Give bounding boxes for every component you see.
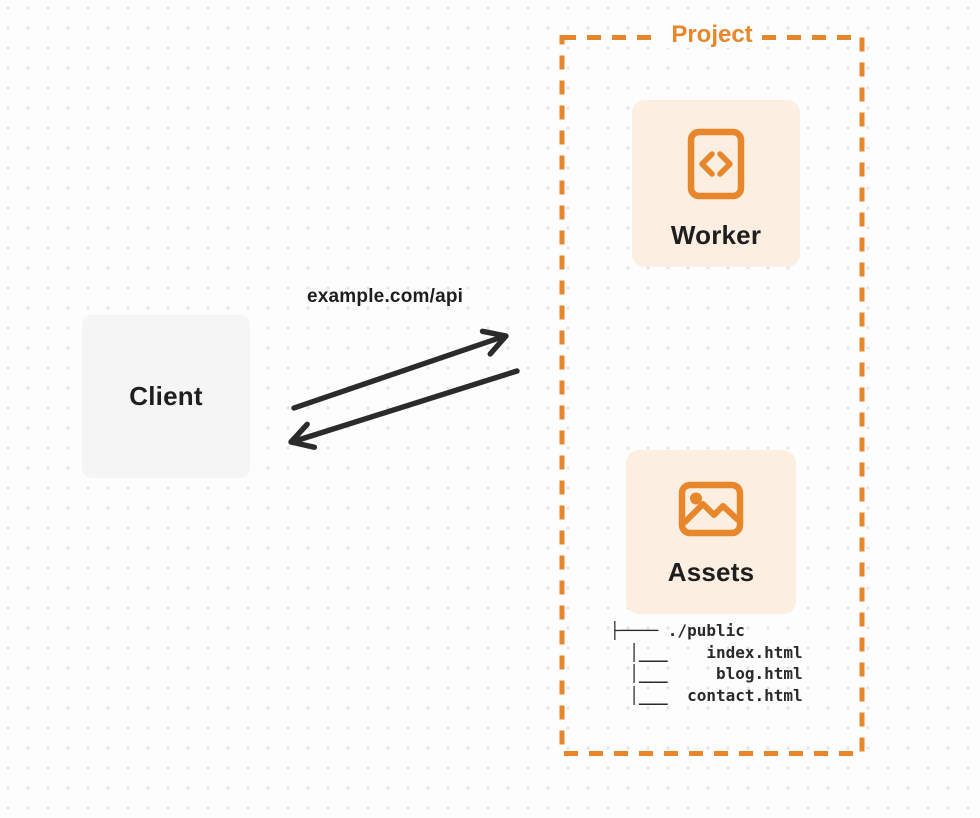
assets-file-tree: ├──── ./public │___ index.html │___ blog…	[610, 620, 803, 707]
request-arrow	[291, 328, 509, 411]
image-icon	[678, 481, 744, 537]
client-label: Client	[129, 381, 203, 411]
worker-label: Worker	[670, 220, 762, 250]
tree-line: ├──── ./public	[610, 621, 745, 640]
assets-card: Assets	[626, 450, 796, 614]
worker-card: Worker	[632, 100, 800, 267]
code-file-icon	[687, 128, 745, 200]
request-url-label: example.com/api	[307, 286, 464, 307]
assets-label: Assets	[667, 557, 755, 587]
tree-line: │___ blog.html	[610, 664, 803, 684]
response-arrow	[288, 368, 520, 450]
tree-line: │___ index.html	[610, 642, 803, 662]
client-card: Client	[82, 315, 250, 478]
tree-line: │___ contact.html	[610, 686, 803, 706]
